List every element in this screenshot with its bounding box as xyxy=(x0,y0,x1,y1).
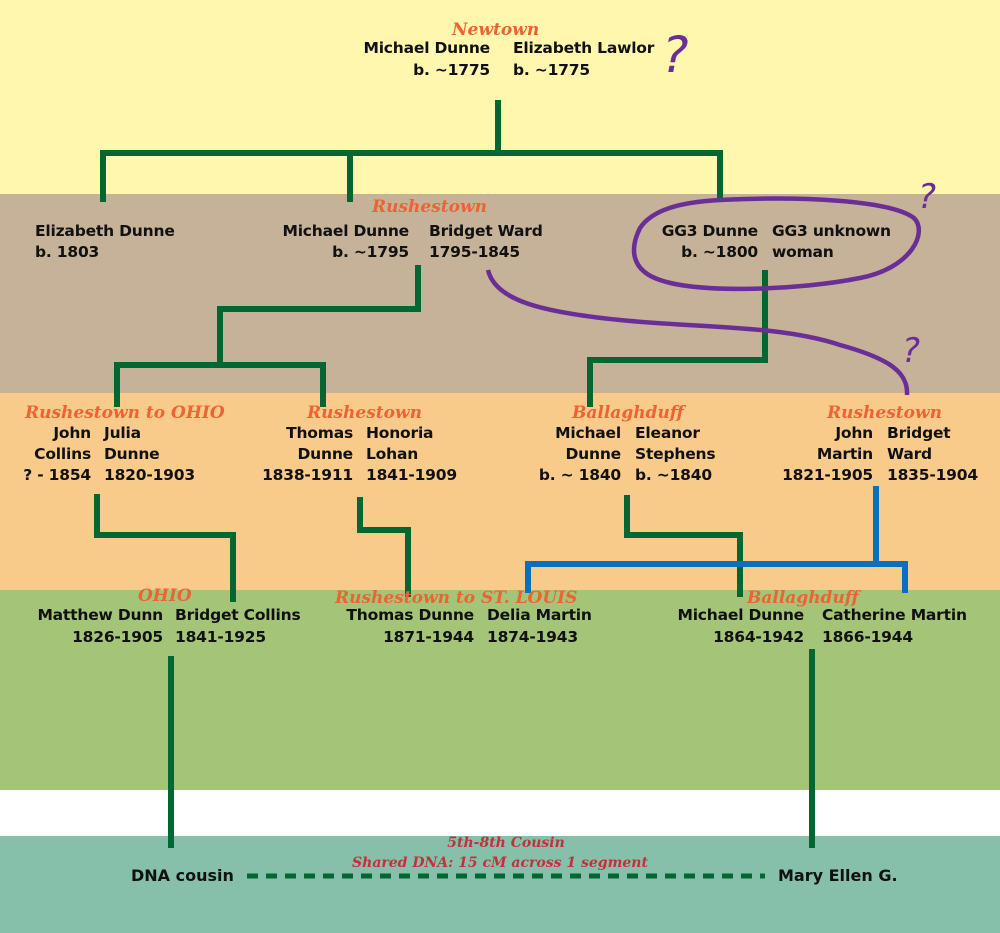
line-michael-child xyxy=(624,495,743,597)
person-dates: 1838-1911 xyxy=(262,466,353,484)
person-dates: b. ~1795 xyxy=(332,243,409,261)
person-dates: ? - 1854 xyxy=(23,466,91,484)
line-collins-child xyxy=(94,494,236,602)
place-rushestown: Rushestown xyxy=(307,403,422,423)
band-dna-match xyxy=(0,836,1000,933)
person-first-name: John xyxy=(835,424,873,442)
question-mark-icon: ? xyxy=(902,331,921,371)
person-name: Michael Dunne xyxy=(363,39,490,57)
person-first-name: Eleanor xyxy=(635,424,700,442)
person-name: GG3 unknown xyxy=(772,222,891,240)
person-first-name: Michael xyxy=(555,424,621,442)
dna-cousin-right: Mary Ellen G. xyxy=(778,866,898,885)
person-last-name: Stephens xyxy=(635,445,716,463)
person-dates: 1821-1905 xyxy=(782,466,873,484)
person-last-name: Dunne xyxy=(565,445,622,463)
person-first-name: John xyxy=(53,424,91,442)
person-name: GG3 Dunne xyxy=(661,222,759,240)
person-dates: b. ~1840 xyxy=(635,466,712,484)
question-mark-icon: ? xyxy=(662,26,689,84)
person-name: Elizabeth Dunne xyxy=(35,222,175,240)
person-name: Thomas Dunne xyxy=(346,606,474,624)
person-dates: b. ~ 1840 xyxy=(538,466,621,484)
place-rushestown-to-st-louis: Rushestown to ST. LOUIS xyxy=(335,588,578,608)
person-dates: 1874-1943 xyxy=(487,628,578,646)
person-dates: b. ~1800 xyxy=(681,243,758,261)
person-dates: 1826-1905 xyxy=(72,628,163,646)
person-dates: 1820-1903 xyxy=(104,466,195,484)
place-rushestown: Rushestown xyxy=(827,403,942,423)
person-name: Bridget Collins xyxy=(175,606,301,624)
person-dates: 1835-1904 xyxy=(887,466,978,484)
person-last-name: Ward xyxy=(887,445,932,463)
line-thomas-child xyxy=(357,497,411,597)
line-gg3-child xyxy=(587,270,768,407)
person-name: Catherine Martin xyxy=(822,606,967,624)
place-ballaghduff: Ballaghduff xyxy=(747,588,859,608)
place-ohio: OHIO xyxy=(138,586,192,606)
dna-shared-summary: Shared DNA: 15 cM across 1 segment xyxy=(352,855,648,871)
dna-relationship: 5th-8th Cousin xyxy=(447,835,565,851)
person-dates: 1841-1925 xyxy=(175,628,266,646)
person-name: Elizabeth Lawlor xyxy=(513,39,655,57)
person-first-name: Julia xyxy=(104,424,141,442)
person-dates: 1864-1942 xyxy=(713,628,804,646)
person-dates: 1795-1845 xyxy=(429,243,520,261)
person-dates: b. ~1775 xyxy=(413,61,490,79)
question-mark-icon: ? xyxy=(918,177,937,217)
band-generation-1 xyxy=(0,0,1000,194)
person-dates: 1866-1944 xyxy=(822,628,913,646)
place-rushestown: Rushestown xyxy=(372,197,487,217)
place-ballaghduff: Ballaghduff xyxy=(572,403,684,423)
person-dates: b. ~1775 xyxy=(513,61,590,79)
person-first-name: Bridget xyxy=(887,424,951,442)
person-last-name: Collins xyxy=(34,445,91,463)
person-last-name: Dunne xyxy=(297,445,354,463)
purple-link-bridget-ward xyxy=(485,269,910,396)
person-dates: woman xyxy=(772,243,834,261)
band-generation-4 xyxy=(0,590,1000,790)
person-name: Michael Dunne xyxy=(677,606,804,624)
person-last-name: Martin xyxy=(816,445,873,463)
gg3-ellipse xyxy=(631,196,921,292)
place-newtown: Newtown xyxy=(452,20,540,40)
person-last-name: Lohan xyxy=(366,445,419,463)
person-first-name: Honoria xyxy=(366,424,434,442)
person-name: Matthew Dunn xyxy=(37,606,163,624)
person-name: Delia Martin xyxy=(487,606,592,624)
band-gap xyxy=(0,790,1000,836)
band-generation-2 xyxy=(0,194,1000,393)
person-name: Michael Dunne xyxy=(282,222,409,240)
person-name: Bridget Ward xyxy=(429,222,543,240)
person-last-name: Dunne xyxy=(104,445,160,463)
line-rushestown-children xyxy=(217,265,421,365)
person-dates: 1841-1909 xyxy=(366,466,457,484)
person-dates: 1871-1944 xyxy=(383,628,474,646)
person-first-name: Thomas xyxy=(286,424,353,442)
person-dates: b. 1803 xyxy=(35,243,100,261)
dna-cousin-left: DNA cousin xyxy=(131,866,234,885)
band-generation-3 xyxy=(0,393,1000,590)
line-gen1-bracket xyxy=(100,150,723,202)
place-rushestown-to-ohio: Rushestown to OHIO xyxy=(25,403,225,423)
line-rushestown-bracket xyxy=(114,362,326,407)
line-martin-bracket xyxy=(525,561,908,593)
